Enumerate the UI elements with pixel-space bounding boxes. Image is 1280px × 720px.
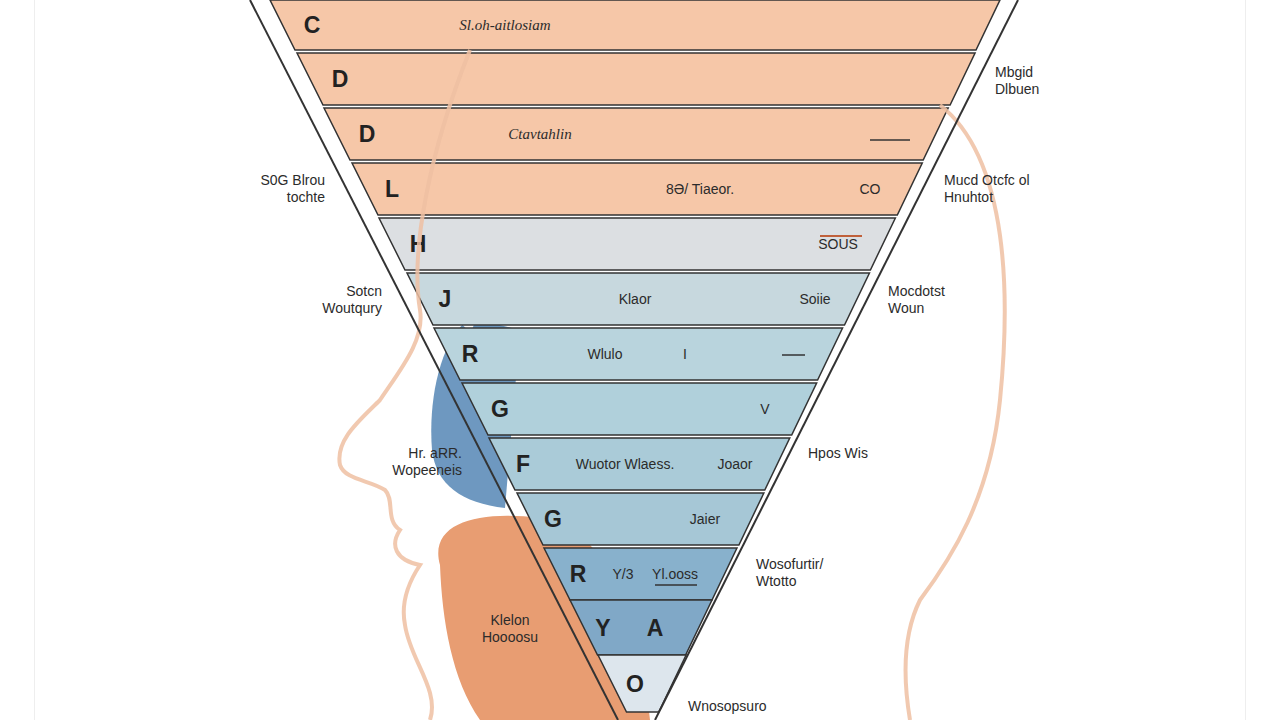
band-letter: H <box>410 231 427 258</box>
pyramid-band: J Klaor Soiie <box>407 273 869 325</box>
pyramid-band: O <box>598 655 686 712</box>
band-fill <box>598 655 686 712</box>
band-text: SOUS <box>818 236 858 252</box>
side-label: Mbgid Dlbuen <box>995 64 1075 98</box>
band-letter: F <box>516 451 530 478</box>
band-fill <box>352 163 922 215</box>
band-text: Soiie <box>799 291 830 307</box>
band-letter: D <box>332 66 349 93</box>
side-label: Sotcn Woutqury <box>300 283 382 317</box>
side-label: Wosofurtir/ Wtotto <box>756 556 856 590</box>
band-text: 8Ə/ Tiaeor. <box>666 181 734 197</box>
band-letter: L <box>385 176 399 203</box>
band-fill <box>570 600 712 655</box>
band-letter: Y <box>595 614 610 641</box>
side-label: Hpos Wis <box>808 445 868 462</box>
band-text: Sl.oh-aitlosiam <box>459 17 550 34</box>
band-text: Jaier <box>690 511 720 527</box>
side-label: S0G Blrou tochte <box>240 172 325 206</box>
band-text: Ctavtahlin <box>508 126 571 143</box>
band-shape <box>379 218 895 270</box>
band-fill <box>434 328 843 380</box>
dash-mark <box>655 584 697 586</box>
pyramid-band: F Wuotor Wlaess. Joaor <box>489 438 790 490</box>
pyramid-band: L 8Ə/ Tiaeor. CO <box>352 163 922 215</box>
band-text: Klaor <box>619 291 652 307</box>
band-text: V <box>760 401 769 417</box>
band-fill <box>379 218 895 270</box>
band-shape <box>270 0 1000 50</box>
band-fill <box>544 548 737 600</box>
band-text: I <box>683 346 687 362</box>
pyramid-band: H SOUS <box>379 218 895 270</box>
side-label: Hr. aRR. Wopeeneis <box>372 445 462 479</box>
band-text: Joaor <box>717 456 752 472</box>
band-letter: C <box>304 12 321 39</box>
band-fill <box>297 53 975 105</box>
pyramid-band: D <box>297 53 975 105</box>
band-letter: G <box>491 396 509 423</box>
band-shape <box>570 600 712 655</box>
band-text: CO <box>860 181 881 197</box>
side-label: Wnosopsuro <box>688 698 788 715</box>
dash-mark <box>870 139 910 141</box>
band-shape <box>352 163 922 215</box>
band-letter: R <box>462 341 479 368</box>
side-label: Klelon Hoooosu <box>470 612 550 646</box>
triangle-edge <box>655 0 1018 720</box>
band-shape <box>434 328 843 380</box>
band-shape <box>297 53 975 105</box>
pyramid-band: D Ctavtahlin <box>324 108 948 160</box>
band-fill <box>517 493 764 545</box>
pyramid-band: R Wlulo I <box>434 328 843 380</box>
band-shape <box>324 108 948 160</box>
band-text: Y/3 <box>612 566 633 582</box>
pyramid-band: YA <box>570 600 712 655</box>
triangle-edge <box>250 0 618 720</box>
profile-line <box>339 50 470 720</box>
dash-mark <box>820 235 862 237</box>
pyramid-band: G Jaier <box>517 493 764 545</box>
dash-mark <box>782 354 805 356</box>
band-text: Wlulo <box>587 346 622 362</box>
band-fill <box>324 108 948 160</box>
side-label: Mucd Otcfc ol Hnuhtot <box>944 172 1039 206</box>
band-fill <box>462 383 817 435</box>
band-text: Wuotor Wlaess. <box>576 456 675 472</box>
band-text: Yl.ooss <box>652 566 698 582</box>
band-letter: J <box>439 286 452 313</box>
side-label: Mocdotst Woun <box>888 283 973 317</box>
band-fill <box>489 438 790 490</box>
band-text: A <box>647 614 664 641</box>
band-fill <box>407 273 869 325</box>
band-fill <box>270 0 1000 50</box>
band-letter: O <box>626 670 644 697</box>
pyramid-band: C Sl.oh-aitlosiam <box>270 0 1000 50</box>
band-letter: G <box>544 506 562 533</box>
pyramid-band: GV <box>462 383 817 435</box>
pyramid-band: R Y/3 Yl.ooss <box>544 548 737 600</box>
band-letter: D <box>359 121 376 148</box>
band-letter: R <box>570 561 587 588</box>
